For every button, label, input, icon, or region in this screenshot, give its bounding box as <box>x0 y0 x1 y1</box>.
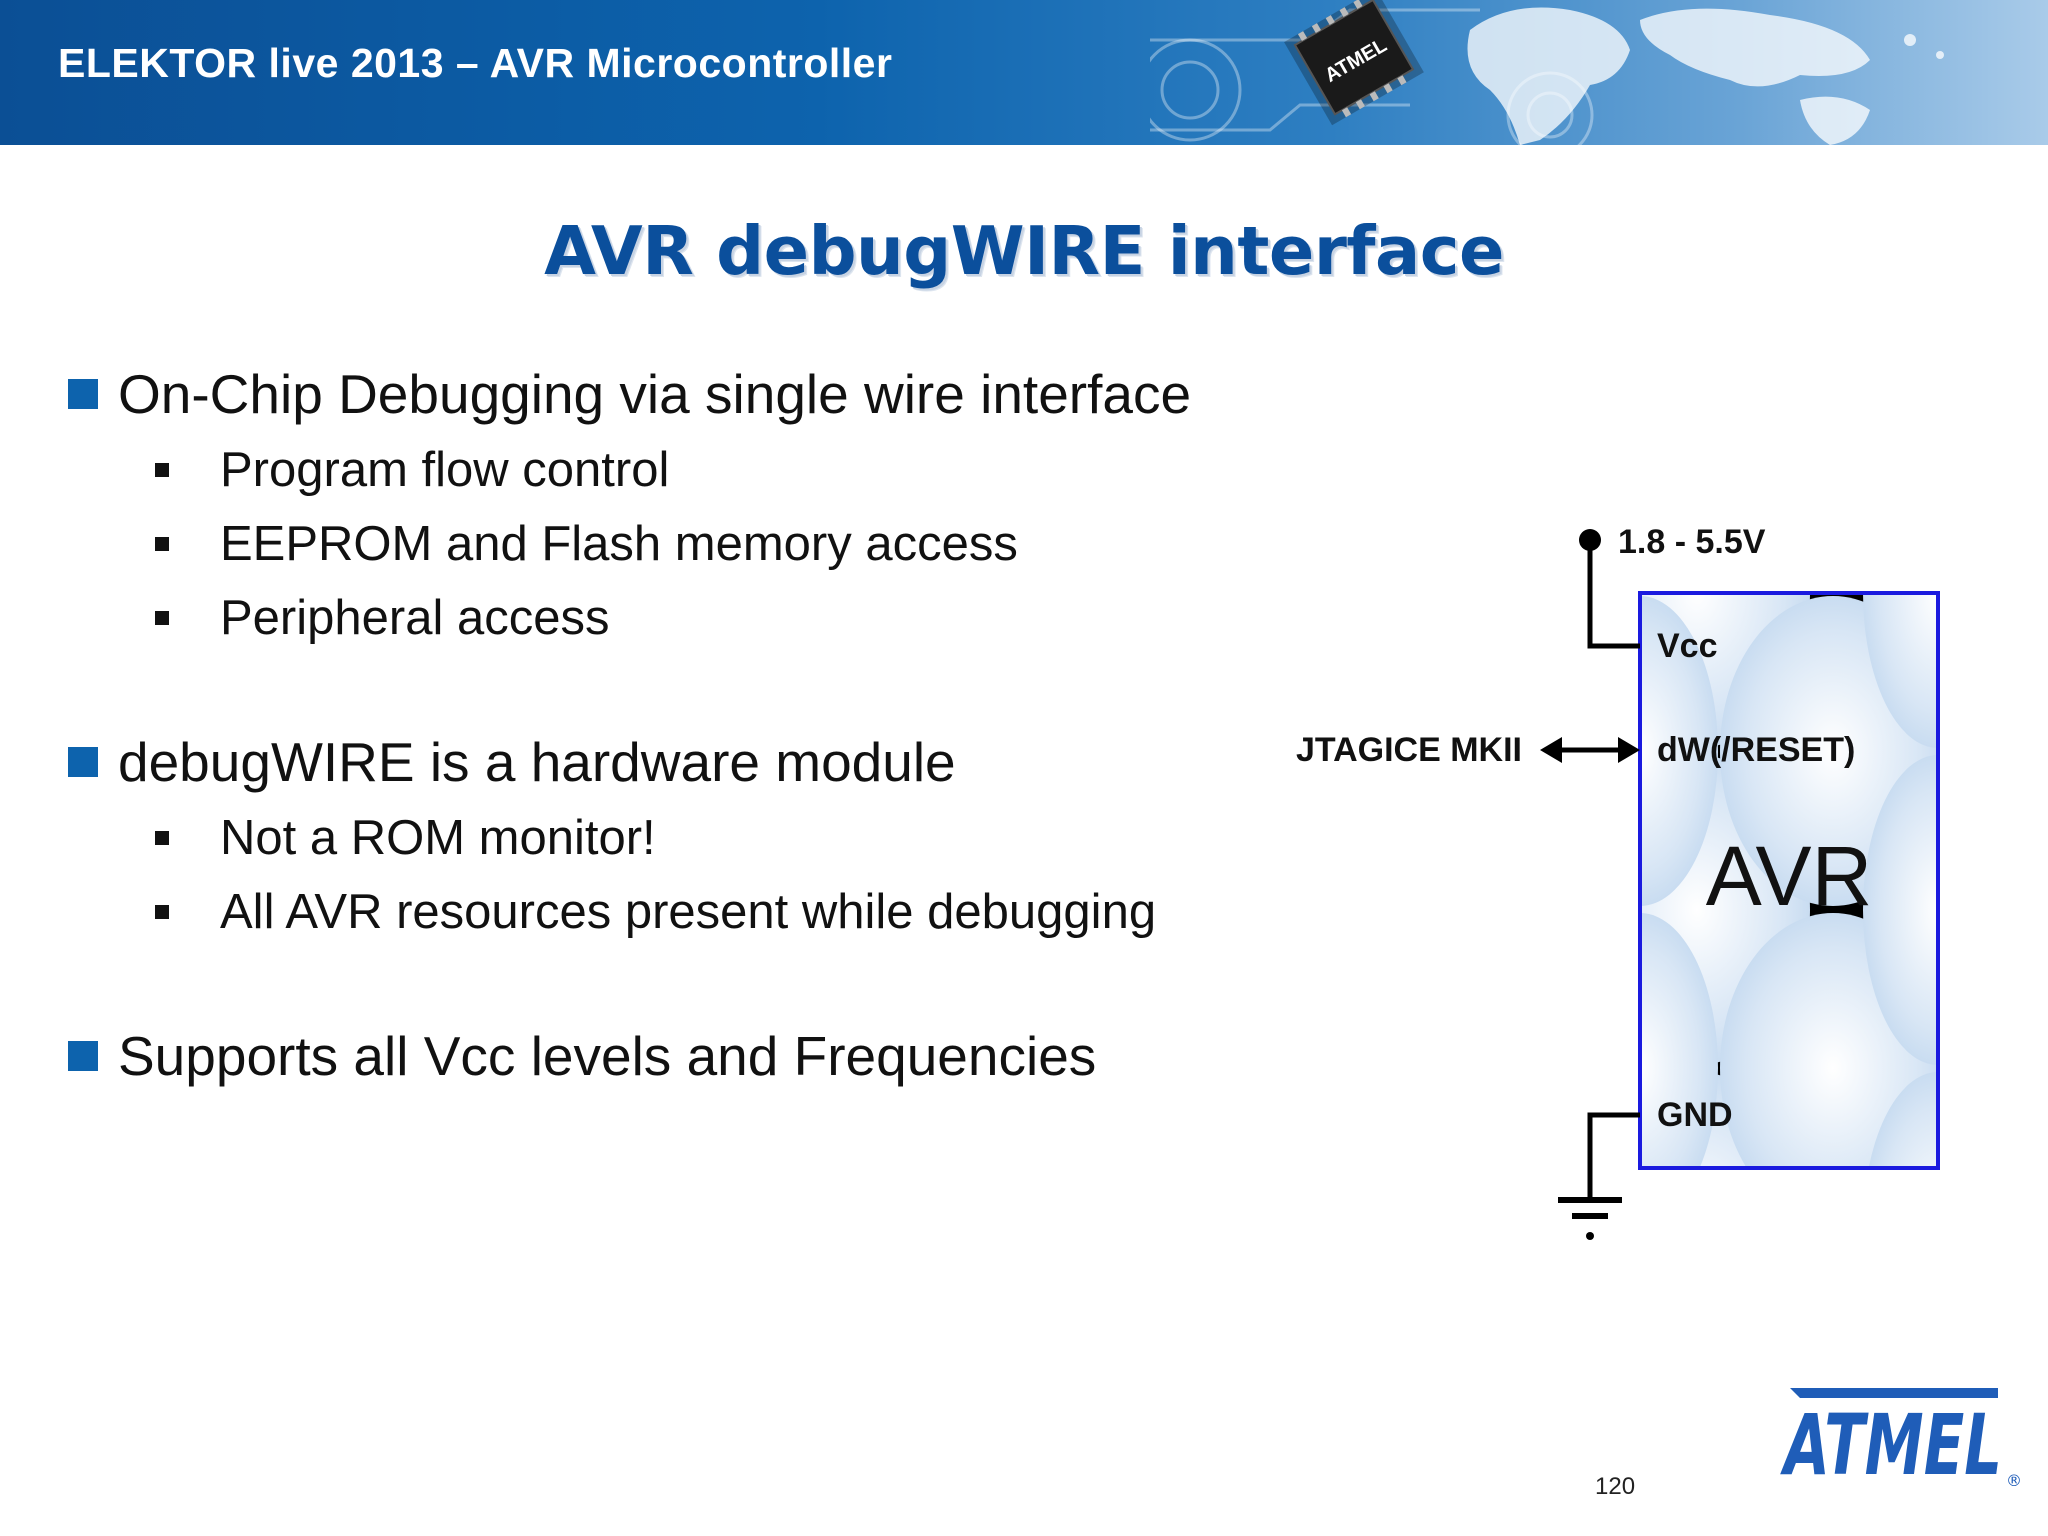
sub-bullet-text: EEPROM and Flash memory access <box>220 517 1018 571</box>
page-number: 120 <box>1595 1473 1636 1500</box>
debugwire-circuit-diagram: AVR 1.8 - 5.5V Vcc JTAGICE MKII dW(/RESE… <box>1296 523 1940 1240</box>
atmel-logo: ATMEL ® <box>1780 1388 2022 1493</box>
gnd-pin-label: GND <box>1657 1096 1733 1134</box>
bullet-item: debugWIRE is a hardware module <box>68 730 956 794</box>
bidirectional-arrow-icon <box>1540 737 1640 763</box>
sub-bullet-item: EEPROM and Flash memory access <box>155 516 1018 572</box>
sub-bullet-text: All AVR resources present while debuggin… <box>220 885 1157 939</box>
vcc-pin-label: Vcc <box>1657 627 1718 665</box>
slide-title: AVR debugWIRE interface <box>544 212 1504 290</box>
sub-bullet-item: Peripheral access <box>155 590 609 646</box>
bullet-item: On-Chip Debugging via single wire interf… <box>68 362 1191 426</box>
world-map-decoration: ATMEL <box>1150 0 1944 145</box>
bullet-item: Supports all Vcc levels and Frequencies <box>68 1024 1096 1088</box>
chip-label: AVR <box>1706 829 1872 923</box>
supply-voltage-label: 1.8 - 5.5V <box>1618 523 1766 561</box>
sub-bullet-text: Not a ROM monitor! <box>220 811 656 865</box>
atmel-logo-text: ATMEL <box>1780 1396 2002 1493</box>
sub-bullet-text: Peripheral access <box>220 591 610 645</box>
bullet-text: debugWIRE is a hardware module <box>118 731 956 793</box>
sub-bullet-text: Program flow control <box>220 443 670 497</box>
bullet-text: On-Chip Debugging via single wire interf… <box>118 363 1192 425</box>
small-square-bullet-icon <box>155 537 169 551</box>
small-square-bullet-icon <box>155 905 169 919</box>
vcc-supply-line <box>1579 529 1640 649</box>
small-square-bullet-icon <box>155 611 169 625</box>
debugger-label: JTAGICE MKII <box>1296 731 1522 769</box>
dw-pin-label: dW(/RESET) <box>1657 731 1855 769</box>
ground-symbol-icon <box>1558 1112 1640 1240</box>
registered-mark: ® <box>2006 1471 2022 1490</box>
avr-chip: AVR <box>1638 591 1940 1170</box>
small-square-bullet-icon <box>155 831 169 845</box>
bullet-list: On-Chip Debugging via single wire interf… <box>68 362 1191 1088</box>
square-bullet-icon <box>68 1041 98 1071</box>
square-bullet-icon <box>68 379 98 409</box>
header-banner: ATMEL ELEKTOR live 2013 – AVR Microcontr… <box>0 0 2048 145</box>
sub-bullet-item: Not a ROM monitor! <box>155 810 656 866</box>
atmel-chip-icon: ATMEL <box>1284 0 1424 126</box>
square-bullet-icon <box>68 747 98 777</box>
header-title: ELEKTOR live 2013 – AVR Microcontroller <box>58 40 893 86</box>
sub-bullet-item: All AVR resources present while debuggin… <box>155 884 1156 940</box>
sub-bullet-item: Program flow control <box>155 442 669 498</box>
bullet-text: Supports all Vcc levels and Frequencies <box>118 1025 1097 1087</box>
small-square-bullet-icon <box>155 463 169 477</box>
